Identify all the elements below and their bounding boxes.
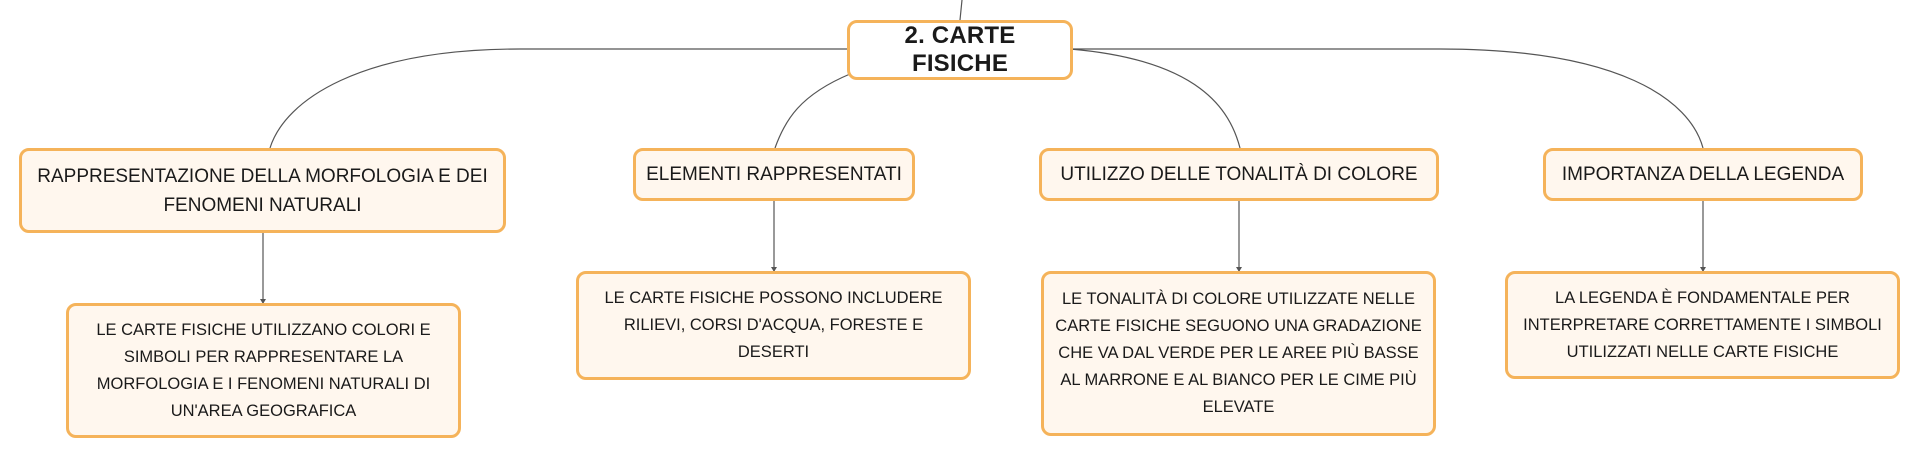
detail-label: LA LEGENDA È FONDAMENTALE PER INTERPRETA…	[1523, 288, 1882, 361]
topic-node-morfologia[interactable]: RAPPRESENTAZIONE DELLA MORFOLOGIA E DEI …	[19, 148, 506, 233]
root-topic-node[interactable]: 2. CARTE FISICHE	[847, 20, 1073, 80]
detail-node-elementi[interactable]: LE CARTE FISICHE POSSONO INCLUDERE RILIE…	[576, 271, 971, 380]
connector-root-to-topic-4	[1072, 48, 1704, 149]
detail-node-morfologia[interactable]: LE CARTE FISICHE UTILIZZANO COLORI E SIM…	[66, 303, 461, 438]
detail-node-legenda[interactable]: LA LEGENDA È FONDAMENTALE PER INTERPRETA…	[1505, 271, 1900, 379]
detail-node-tonalita[interactable]: LE TONALITÀ DI COLORE UTILIZZATE NELLE C…	[1041, 271, 1436, 436]
topic-label: IMPORTANZA DELLA LEGENDA	[1561, 164, 1845, 185]
connector-root-to-topic-3	[1069, 48, 1241, 149]
connector-root-to-topic-1	[269, 48, 850, 149]
topic-node-legenda[interactable]: IMPORTANZA DELLA LEGENDA	[1543, 148, 1863, 201]
detail-label: LE CARTE FISICHE UTILIZZANO COLORI E SIM…	[96, 320, 431, 420]
connector-root-to-topic-2	[774, 73, 851, 149]
root-topic-label: 2. CARTE FISICHE	[904, 22, 1016, 77]
topic-label: ELEMENTI RAPPRESENTATI	[646, 164, 902, 185]
detail-label: LE TONALITÀ DI COLORE UTILIZZATE NELLE C…	[1055, 290, 1422, 416]
detail-label: LE CARTE FISICHE POSSONO INCLUDERE RILIE…	[604, 289, 943, 361]
topic-node-tonalita[interactable]: UTILIZZO DELLE TONALITÀ DI COLORE	[1039, 148, 1439, 201]
topic-node-elementi[interactable]: ELEMENTI RAPPRESENTATI	[633, 148, 915, 201]
topic-label: RAPPRESENTAZIONE DELLA MORFOLOGIA E DEI …	[37, 165, 488, 216]
connector-parent-to-root	[959, 0, 963, 21]
topic-label: UTILIZZO DELLE TONALITÀ DI COLORE	[1060, 164, 1418, 185]
